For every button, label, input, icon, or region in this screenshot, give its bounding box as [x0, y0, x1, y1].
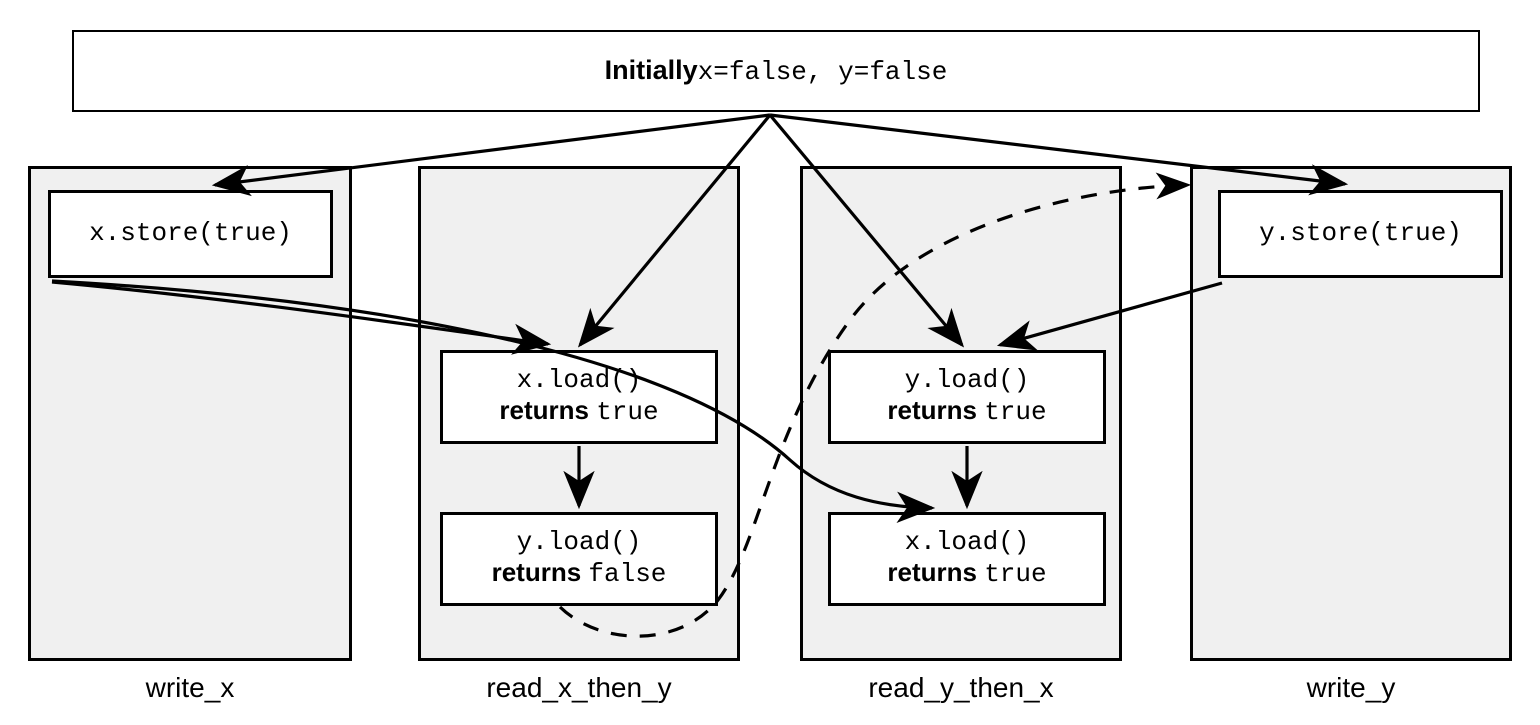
op-call-y-load-true: y.load()	[904, 365, 1030, 396]
returns-value: true	[984, 397, 1047, 427]
thread-label-read-x-then-y: read_x_then_y	[486, 672, 672, 703]
returns-keyword: returns	[887, 557, 977, 587]
op-call-x-store-true: x.store(true)	[89, 218, 292, 249]
op-returns-y-load-false: returns false	[491, 557, 667, 590]
op-returns-x-load-true-2: returns true	[887, 557, 1047, 590]
op-box-x-store-true: x.store(true)	[48, 190, 333, 278]
returns-keyword: returns	[499, 395, 589, 425]
returns-keyword: returns	[887, 395, 977, 425]
thread-label-read-y-then-x: read_y_then_x	[868, 672, 1054, 703]
initially-text: Initiallyx=false, y=false	[605, 55, 948, 87]
returns-value: true	[984, 559, 1047, 589]
initially-prefix: Initially	[604, 55, 698, 85]
op-call-x-load-true-2: x.load()	[904, 527, 1030, 558]
op-returns-y-load-true: returns true	[887, 395, 1047, 428]
op-box-y-load-true: y.load() returns true	[828, 350, 1106, 444]
returns-value: true	[596, 397, 659, 427]
initially-box: Initiallyx=false, y=false	[72, 30, 1480, 112]
op-box-y-load-false: y.load() returns false	[440, 512, 718, 606]
thread-label-write-y: write_y	[1306, 672, 1396, 703]
returns-keyword: returns	[491, 557, 582, 587]
op-box-x-load-true: x.load() returns true	[440, 350, 718, 444]
thread-label-write-x: write_x	[145, 672, 235, 703]
op-returns-x-load-true: returns true	[499, 395, 659, 428]
op-call-x-load-true: x.load()	[516, 365, 642, 396]
initially-values: x=false, y=false	[697, 57, 948, 87]
op-call-y-load-false: y.load()	[516, 527, 642, 558]
returns-value: false	[588, 559, 667, 589]
op-box-x-load-true-2: x.load() returns true	[828, 512, 1106, 606]
op-box-y-store-true: y.store(true)	[1218, 190, 1503, 278]
op-call-y-store-true: y.store(true)	[1259, 218, 1462, 249]
